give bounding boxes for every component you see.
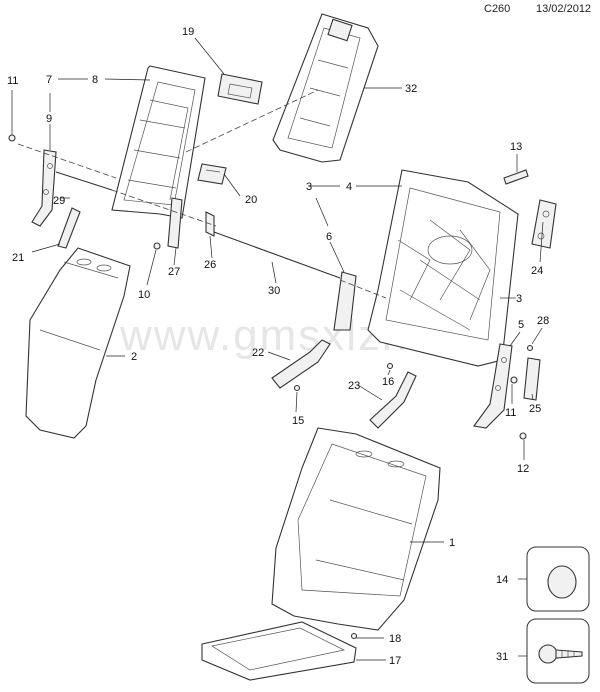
inset-part-14	[526, 546, 590, 612]
part-20-clip	[197, 163, 227, 185]
callout-12: 12	[517, 463, 529, 475]
callout-6: 6	[326, 231, 332, 243]
callout-11b: 11	[505, 407, 516, 419]
callout-23: 23	[348, 380, 360, 392]
diagram-date: 13/02/2012	[536, 3, 592, 15]
part-13-tab	[503, 169, 529, 185]
callout-18: 18	[389, 633, 401, 645]
part-28-screw	[526, 344, 534, 352]
callout-11a: 11	[7, 75, 18, 87]
cap-icon	[547, 565, 577, 599]
part-23-hinge-lever	[369, 371, 417, 429]
callout-28: 28	[537, 315, 549, 327]
part-27-hinge	[167, 197, 183, 249]
part-6-hinge	[333, 271, 357, 331]
part-11-bolt	[8, 134, 16, 142]
callout-3b: 3	[516, 293, 522, 305]
callout-17: 17	[389, 655, 401, 667]
callout-32: 32	[405, 83, 417, 95]
callout-5: 5	[518, 319, 524, 331]
part-32-backrest-panel	[272, 13, 379, 163]
callout-15: 15	[292, 415, 304, 427]
callout-7: 7	[46, 74, 52, 86]
callout-21: 21	[12, 252, 24, 264]
part-9-left-hinge	[31, 149, 57, 227]
callout-2: 2	[131, 351, 137, 363]
part-2-side-cushion	[25, 247, 131, 439]
part-22-hinge-lever	[271, 339, 331, 389]
part-1-seat-frame	[271, 427, 441, 631]
callout-13: 13	[510, 141, 522, 153]
part-16-screw	[386, 362, 394, 370]
callout-31: 31	[496, 651, 508, 663]
inset-part-31	[526, 618, 590, 684]
callout-16: 16	[382, 376, 394, 388]
callout-24: 24	[531, 265, 543, 277]
part-12-bolt	[519, 432, 527, 440]
part-18-screw	[350, 632, 358, 640]
part-10-bolt	[153, 242, 161, 250]
part-25-bracket	[523, 357, 541, 401]
part-17-bottom-tray	[201, 621, 357, 681]
callout-26: 26	[204, 259, 216, 271]
callout-1: 1	[449, 537, 455, 549]
callout-30: 30	[268, 285, 280, 297]
part-29-rod	[55, 171, 113, 191]
part-15-screw	[293, 384, 301, 392]
part-8-left-backrest-frame	[111, 65, 206, 219]
callout-3a: 3	[306, 181, 312, 193]
fasteners	[8, 134, 534, 640]
callout-27: 27	[168, 266, 180, 278]
callout-14: 14	[496, 574, 508, 586]
callout-labels: 11 7 8 9 19 32 20 3 4 6 13 24 3 5 28 29 …	[7, 26, 549, 667]
part-5-right-hinge	[473, 343, 513, 429]
part-21-lever	[57, 207, 81, 249]
part-4-right-backrest-frame	[367, 169, 519, 367]
callout-22: 22	[252, 347, 264, 359]
part-24-latch	[531, 199, 557, 249]
callout-20: 20	[245, 194, 257, 206]
callout-19: 19	[182, 26, 194, 38]
callout-25: 25	[529, 403, 541, 415]
callout-10: 10	[138, 289, 150, 301]
part-19-bracket	[217, 73, 263, 105]
callout-8: 8	[92, 74, 98, 86]
part-11b-bolt	[510, 376, 518, 384]
screw-icon	[538, 644, 558, 664]
leader-lines	[11, 37, 544, 661]
callout-9: 9	[46, 113, 52, 125]
callout-29: 29	[53, 195, 65, 207]
callout-4: 4	[346, 181, 352, 193]
alignment-lines	[17, 89, 387, 299]
diagram-code: C260	[484, 3, 511, 15]
